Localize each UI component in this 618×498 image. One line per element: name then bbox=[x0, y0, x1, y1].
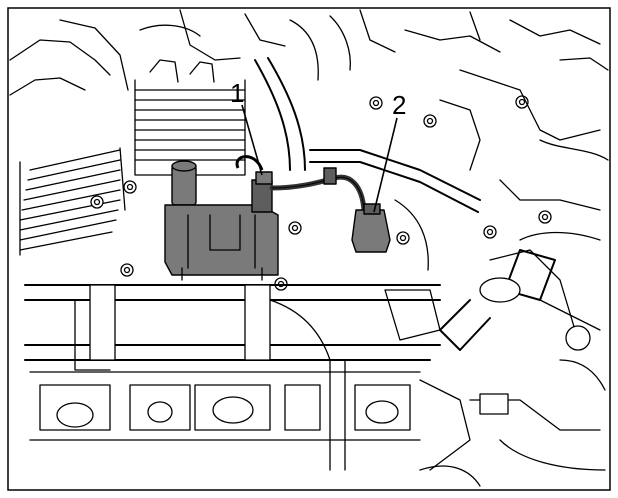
callout-label-1: 1 bbox=[230, 78, 244, 108]
manifold bbox=[24, 284, 441, 471]
engine-background bbox=[9, 9, 609, 487]
connector-harness bbox=[235, 155, 391, 253]
leader-lines bbox=[241, 104, 398, 213]
callout-label-2: 2 bbox=[392, 90, 406, 120]
pump-component bbox=[164, 160, 279, 281]
intake-ports bbox=[29, 371, 421, 441]
